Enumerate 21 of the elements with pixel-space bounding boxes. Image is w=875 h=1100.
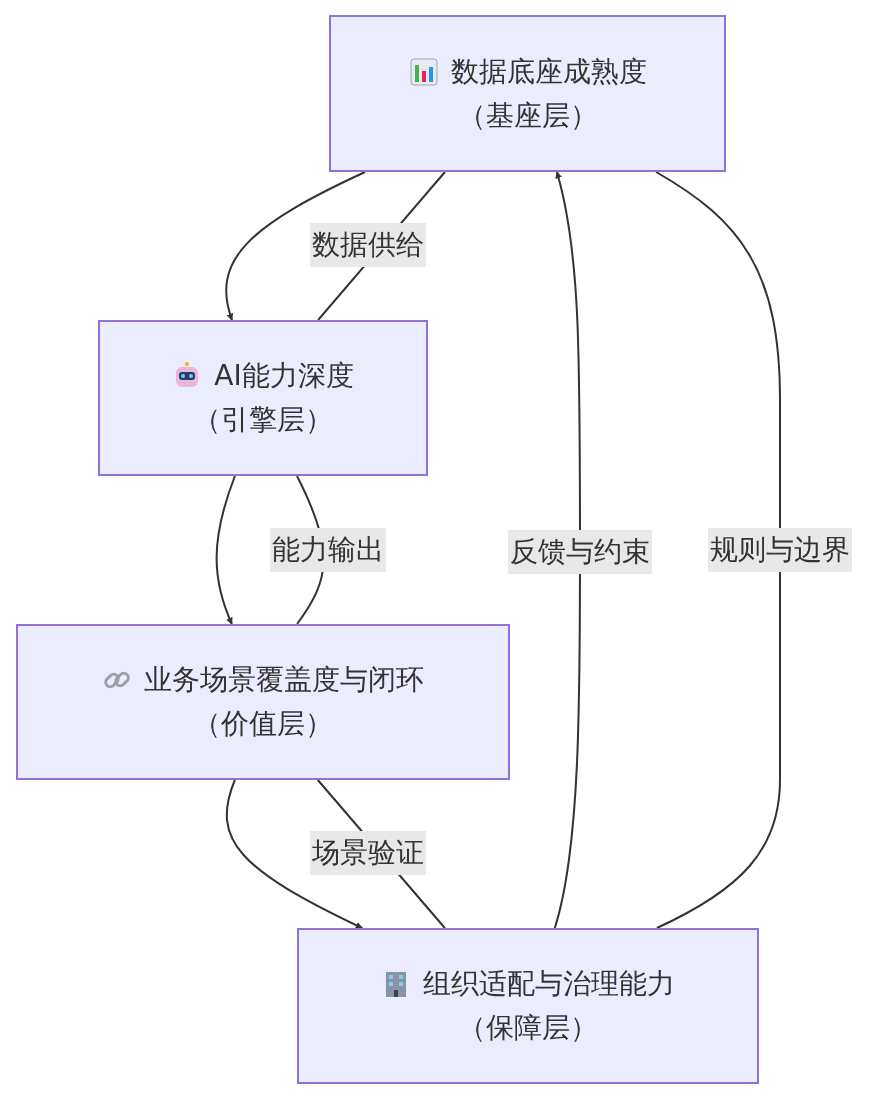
node-title: 组织适配与治理能力 <box>423 966 675 1002</box>
node-subtitle: （保障层） <box>458 1010 598 1046</box>
arrow <box>553 171 581 929</box>
process-box <box>16 624 510 780</box>
edge-label: 数据供给 <box>310 223 426 267</box>
node-subtitle: （引擎层） <box>193 402 333 438</box>
node-subtitle: （价值层） <box>193 706 333 742</box>
process-box <box>297 928 759 1084</box>
edge-label: 反馈与约束 <box>508 530 652 574</box>
node-title: 业务场景覆盖度与闭环 <box>144 662 424 698</box>
node-subtitle: （基座层） <box>457 97 598 134</box>
node-title: AI能力深度 <box>214 358 354 394</box>
arrow <box>215 475 236 625</box>
node-title: 数据底座成熟度 <box>450 53 647 90</box>
process-box <box>98 320 428 476</box>
edge-label: 场景验证 <box>310 831 426 875</box>
arrow <box>225 171 367 321</box>
edge-label: 规则与边界 <box>708 528 852 572</box>
edge-label: 能力输出 <box>270 528 386 572</box>
arrow <box>226 779 364 929</box>
process-box <box>329 15 726 172</box>
